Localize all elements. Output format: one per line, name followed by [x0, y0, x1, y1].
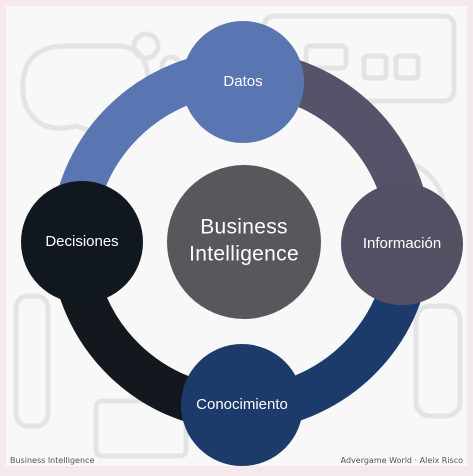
node-circle-datos — [182, 21, 304, 143]
center-title-line2: Intelligence — [189, 243, 299, 266]
node-label-conocimiento: Conocimiento — [196, 396, 288, 413]
node-circle-conocimiento — [181, 344, 303, 466]
footer-right-caption: Advergame World · Aleix Risco — [340, 456, 463, 465]
slide-frame: Business Intelligence Datos Información … — [6, 6, 467, 466]
node-label-datos: Datos — [223, 73, 262, 90]
node-label-decisiones: Decisiones — [45, 233, 118, 250]
bi-cycle-diagram: Business Intelligence Datos Información … — [13, 13, 463, 466]
center-circle — [167, 165, 321, 319]
node-informacion: Información — [341, 183, 463, 305]
center-title-line1: Business — [200, 216, 288, 239]
node-decisiones: Decisiones — [21, 181, 143, 303]
node-circle-informacion — [341, 183, 463, 305]
footer-left-caption: Business Intelligence — [10, 456, 95, 465]
center-node: Business Intelligence — [167, 165, 321, 319]
node-datos: Datos — [182, 21, 304, 143]
node-circle-decisiones — [21, 181, 143, 303]
node-conocimiento: Conocimiento — [181, 344, 303, 466]
node-label-informacion: Información — [363, 235, 441, 252]
